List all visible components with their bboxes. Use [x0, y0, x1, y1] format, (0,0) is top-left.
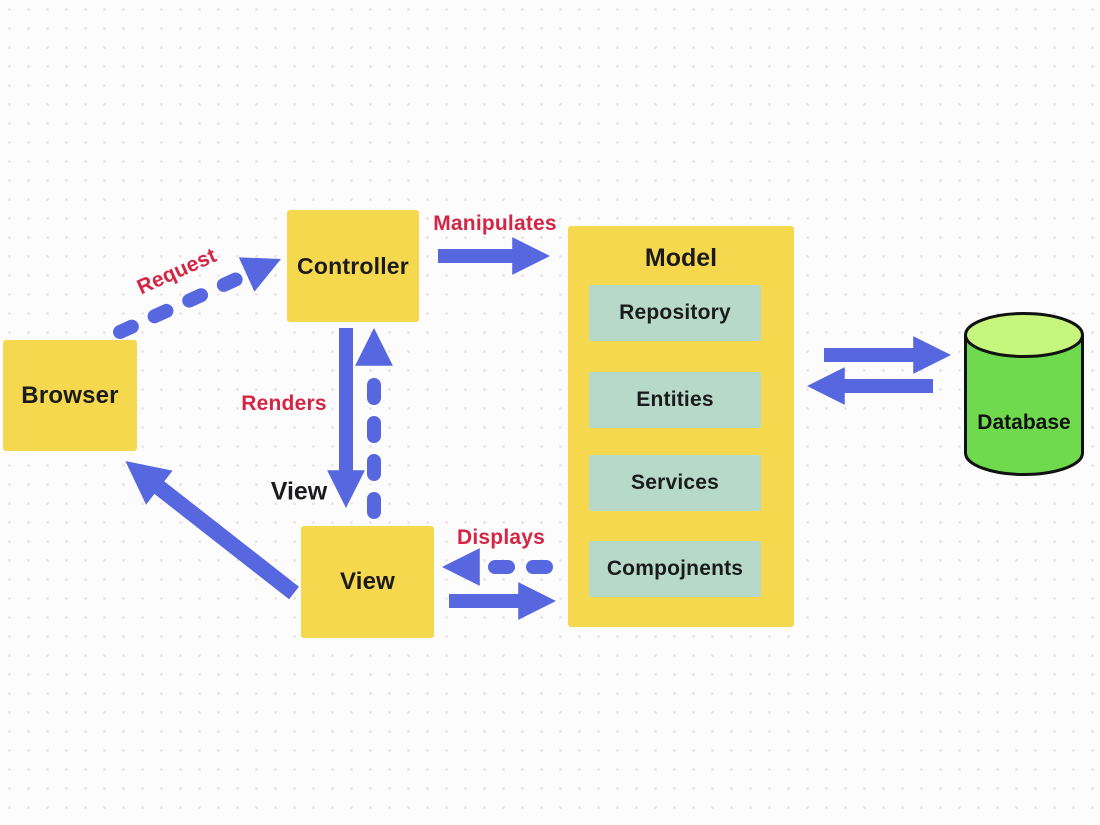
- model-node: Model Repository Entities Services Compo…: [568, 226, 794, 627]
- database-label: Database: [977, 411, 1071, 434]
- controller-node: Controller: [287, 210, 419, 322]
- browser-label: Browser: [21, 381, 119, 409]
- model-component-repository: Repository: [589, 285, 761, 341]
- view-flow-annotation: View: [270, 477, 328, 506]
- model-component-services: Services: [589, 455, 761, 511]
- controller-label: Controller: [297, 252, 409, 279]
- model-title: Model: [644, 244, 718, 272]
- displays-edge-label: Displays: [457, 526, 545, 549]
- view-node: View: [301, 526, 434, 638]
- request-edge-label: Request: [133, 243, 220, 300]
- database-cylinder-icon: [964, 312, 1084, 476]
- manipulates-edge-label: Manipulates: [433, 212, 557, 235]
- model-component-entities: Entities: [589, 372, 761, 428]
- model-component-components: Compojnents: [589, 541, 761, 597]
- browser-node: Browser: [3, 340, 137, 451]
- view-label: View: [339, 568, 396, 595]
- database-node: Database: [963, 311, 1085, 479]
- renders-edge-label: Renders: [241, 392, 327, 415]
